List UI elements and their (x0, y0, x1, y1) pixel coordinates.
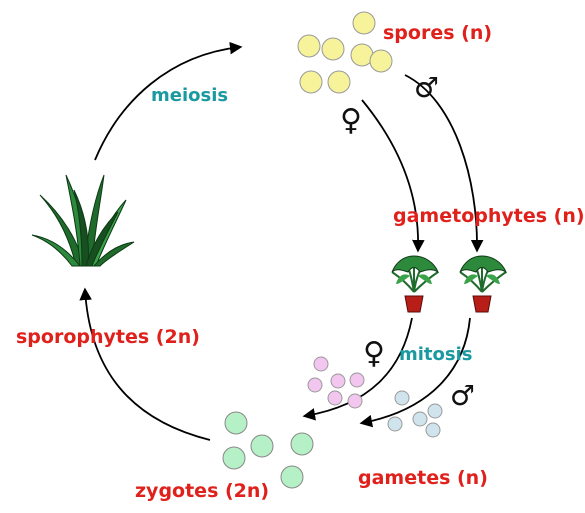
female-gamete (307, 377, 323, 393)
sporophyte-plant-icon (31, 174, 135, 267)
zygote (290, 432, 314, 456)
label-sporophytes: sporophytes (2n) (16, 326, 200, 348)
zygote (250, 434, 274, 458)
spore (352, 11, 376, 35)
spore (321, 37, 345, 61)
female-gamete (330, 373, 346, 389)
arrow-zygote-to-sporophyte (79, 287, 211, 441)
label-meiosis: meiosis (151, 85, 228, 106)
spore (369, 49, 393, 73)
arrow-male-spore-to-gametophyte (404, 74, 484, 253)
spore (327, 70, 351, 94)
label-spores: spores (n) (383, 22, 492, 44)
arrow-male-mitosis (359, 317, 471, 428)
female-gamete (327, 390, 343, 406)
label-gametes: gametes (n) (358, 467, 488, 489)
male-gamete (412, 411, 428, 427)
male-gamete (425, 422, 441, 438)
label-mitosis: mitosis (399, 344, 473, 365)
female-gametes-group (307, 356, 365, 409)
spore (299, 70, 323, 94)
male-symbol-gametes: ♂ (450, 379, 475, 412)
male-gametes-group (387, 390, 443, 438)
zygote (222, 446, 246, 470)
arrow-female-spore-to-gametophyte (361, 99, 425, 253)
female-gametophyte-icon (391, 255, 440, 313)
zygote (224, 411, 248, 435)
male-gametophyte-icon (459, 255, 508, 313)
male-gamete (394, 390, 410, 406)
male-gamete (387, 416, 403, 432)
arrow-female-mitosis (302, 317, 413, 421)
arrow-meiosis (94, 41, 243, 161)
zygote (280, 465, 304, 489)
male-gamete (427, 403, 443, 419)
female-symbol-spores: ♀ (340, 103, 362, 138)
spore (297, 34, 321, 58)
spores-group (297, 11, 393, 94)
female-gamete (349, 372, 365, 388)
female-gamete (313, 356, 329, 372)
label-gametophytes: gametophytes (n) (393, 205, 585, 227)
female-gamete (347, 393, 363, 409)
zygotes-group (222, 411, 314, 489)
label-zygotes: zygotes (2n) (135, 480, 269, 502)
female-symbol-gametes: ♀ (363, 336, 385, 371)
male-symbol-spores: ♂ (414, 71, 439, 104)
